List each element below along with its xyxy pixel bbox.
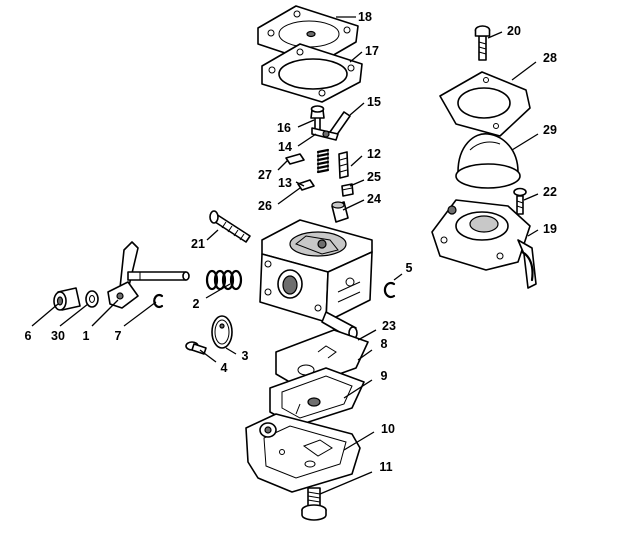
callout-16: 16 (277, 121, 291, 135)
callout-30: 30 (51, 329, 65, 343)
callout-13: 13 (278, 176, 292, 190)
callout-22: 22 (543, 185, 557, 199)
part-13-spring (316, 148, 330, 174)
callout-8: 8 (381, 337, 388, 351)
callout-15: 15 (367, 95, 381, 109)
part-24-cap (331, 201, 349, 223)
part-11-screw (301, 487, 327, 521)
part-14-lever (311, 127, 339, 141)
part-1-throttle-shaft (107, 241, 190, 309)
part-28-gasket (439, 71, 531, 137)
part-30-washer (85, 290, 99, 308)
part-20-screw (474, 25, 491, 61)
callout-4: 4 (221, 361, 228, 375)
callout-21: 21 (191, 237, 205, 251)
callout-26: 26 (258, 199, 272, 213)
callout-9: 9 (381, 369, 388, 383)
callout-11: 11 (379, 460, 392, 474)
part-8-gasket (275, 329, 369, 389)
callout-labels: 18 17 16 15 14 12 27 13 25 26 24 21 2 5 … (25, 10, 557, 474)
callout-5: 5 (406, 261, 413, 275)
callout-24: 24 (367, 192, 381, 206)
part-16-screw (310, 105, 325, 132)
part-25-fitting (341, 183, 354, 197)
part-5-clip (383, 281, 396, 299)
part-17-gasket (261, 43, 363, 103)
part-29-primer-bulb (455, 133, 521, 189)
part-19-primer-housing (431, 199, 537, 289)
callout-12: 12 (367, 147, 381, 161)
carburetor-body (259, 219, 373, 340)
part-6-sleeve (53, 287, 81, 311)
callout-1: 1 (83, 329, 90, 343)
callout-6: 6 (25, 329, 32, 343)
callout-17: 17 (365, 44, 379, 58)
part-26-pad (297, 179, 315, 191)
callout-27: 27 (258, 168, 272, 182)
part-2-spring (205, 269, 243, 291)
callout-3: 3 (242, 349, 249, 363)
callout-18: 18 (358, 10, 372, 24)
callout-29: 29 (543, 123, 557, 137)
leader-lines (31, 16, 539, 495)
callout-2: 2 (193, 297, 200, 311)
callout-19: 19 (543, 222, 557, 236)
part-12-inlet-needle (338, 151, 349, 179)
callout-25: 25 (367, 170, 381, 184)
part-7-clip (153, 293, 164, 309)
part-21-screw (209, 210, 251, 243)
callout-20: 20 (507, 24, 521, 38)
part-27-pad (285, 153, 305, 165)
part-10-cover (245, 413, 361, 493)
part-9-diaphragm (269, 367, 365, 427)
callout-28: 28 (543, 51, 557, 65)
callout-14: 14 (278, 140, 292, 154)
part-3-throttle-disc (211, 315, 233, 349)
callout-7: 7 (115, 329, 122, 343)
callout-23: 23 (382, 319, 396, 333)
part-22-screw (513, 187, 527, 215)
callout-10: 10 (381, 422, 395, 436)
